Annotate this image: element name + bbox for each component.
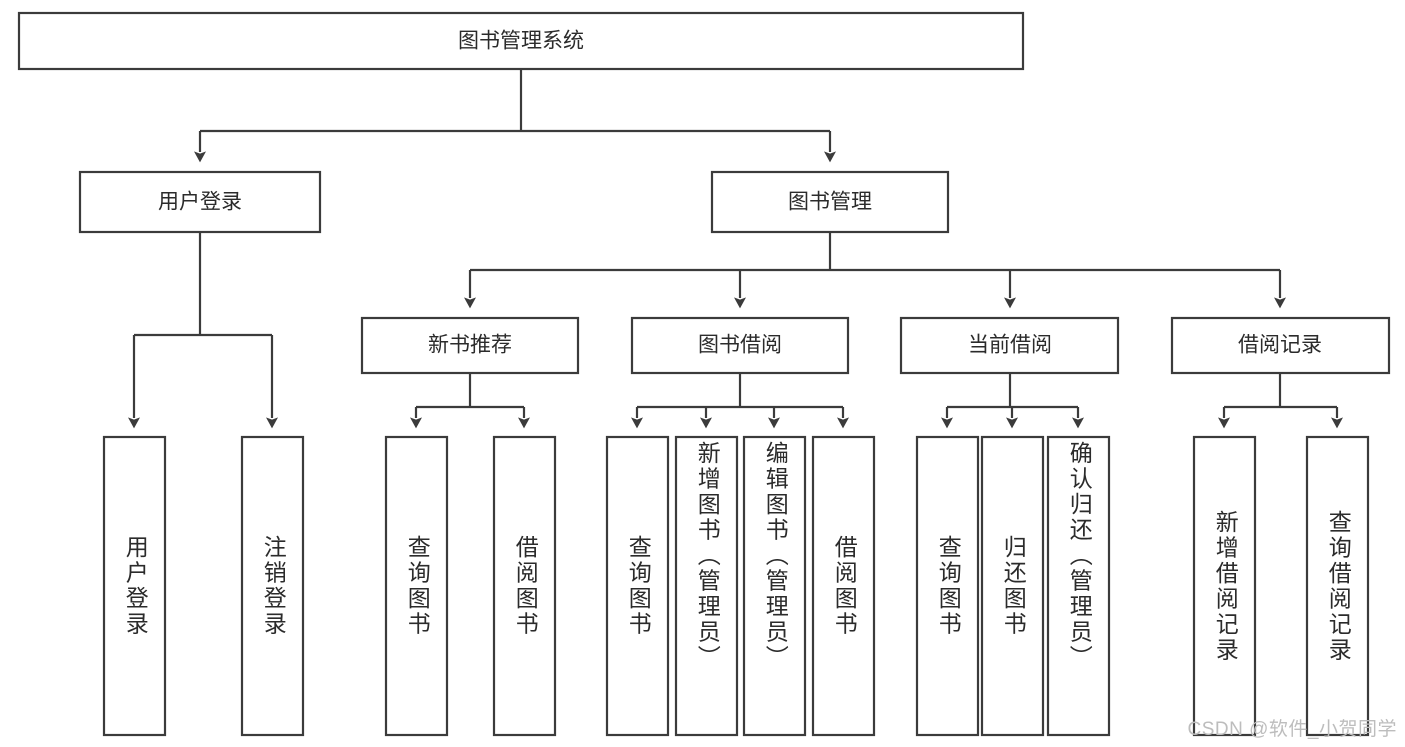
node-borrow-record-label: 借阅记录	[1238, 334, 1322, 357]
node-borrow-record-box	[1170, 316, 1391, 375]
leaf-box-new-book-2	[492, 435, 557, 737]
leaf-box-borrow-record-1	[1192, 435, 1257, 737]
leaf-box-new-book-1	[384, 435, 449, 737]
leaf-box-book-borrow-2	[674, 435, 739, 737]
node-book-manage-label: 图书管理	[788, 191, 872, 214]
leaf-box-user-login-1	[102, 435, 167, 737]
csdn-watermark: CSDN @软件_小贺同学	[1187, 719, 1397, 740]
node-book-borrow-label: 图书借阅	[698, 334, 782, 357]
leaf-box-book-borrow-4	[811, 435, 876, 737]
leaf-box-book-borrow-1	[605, 435, 670, 737]
node-current-borrow-box	[899, 316, 1120, 375]
node-current-borrow-label: 当前借阅	[968, 334, 1052, 357]
leaf-box-current-borrow-2	[980, 435, 1045, 737]
node-root-box	[17, 11, 1025, 71]
leaf-box-book-borrow-3	[742, 435, 807, 737]
node-book-borrow-box	[630, 316, 850, 375]
leaf-box-user-login-2	[240, 435, 305, 737]
node-root-label: 图书管理系统	[458, 30, 584, 53]
leaf-box-current-borrow-3	[1046, 435, 1111, 737]
node-new-book-box	[360, 316, 580, 375]
leaf-box-current-borrow-1	[915, 435, 980, 737]
leaf-box-borrow-record-2	[1305, 435, 1370, 737]
node-book-manage-box	[710, 170, 950, 234]
node-user-login-label: 用户登录	[158, 191, 242, 214]
node-new-book-label: 新书推荐	[428, 334, 512, 357]
